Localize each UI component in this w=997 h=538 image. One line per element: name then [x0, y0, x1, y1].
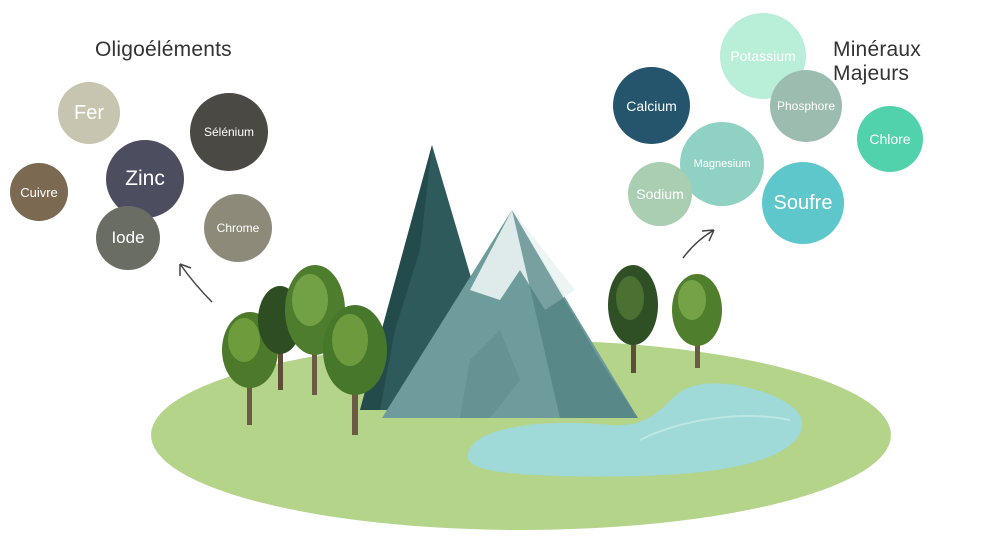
bubble-zinc: Zinc	[106, 140, 184, 218]
bubble-label: Iode	[111, 228, 145, 247]
bubble-calcium: Calcium	[613, 67, 690, 144]
bubble-label: Sélénium	[203, 125, 255, 139]
bubble-chrome: Chrome	[204, 194, 272, 262]
bubble-label: Chlore	[869, 131, 911, 147]
bubble-chlore: Chlore	[857, 106, 923, 172]
arrow-to-trace	[179, 263, 213, 303]
bubble-label: Potassium	[730, 48, 796, 64]
bubble-fer: Fer	[58, 82, 120, 144]
bubble-label: Magnesium	[693, 158, 751, 170]
bubble-label: Fer	[74, 101, 104, 124]
lake	[467, 383, 803, 477]
tree-group-right	[608, 265, 722, 373]
bubble-label: Calcium	[626, 97, 677, 114]
bubble-soufre: Soufre	[762, 162, 844, 244]
bubble-label: Zinc	[125, 167, 165, 190]
major-minerals-title: Minéraux Majeurs	[833, 38, 921, 85]
bubble-cuivre: Cuivre	[10, 163, 68, 221]
bubble-label: Soufre	[773, 191, 833, 214]
arrow-to-major	[682, 229, 715, 259]
bubble-label: Sodium	[636, 186, 684, 202]
bubble-iode: Iode	[96, 206, 160, 270]
bubble-selenium: Sélénium	[190, 93, 268, 171]
tree-group-left	[222, 265, 387, 435]
bubble-label: Cuivre	[20, 184, 58, 200]
bubble-sodium: Sodium	[628, 162, 692, 226]
bubble-phosphore: Phosphore	[770, 70, 842, 142]
trace-elements-title: Oligoéléments	[95, 38, 232, 61]
bubble-label: Phosphore	[776, 99, 836, 113]
bubble-label: Chrome	[216, 221, 260, 235]
bubble-magnesium: Magnesium	[680, 122, 764, 206]
